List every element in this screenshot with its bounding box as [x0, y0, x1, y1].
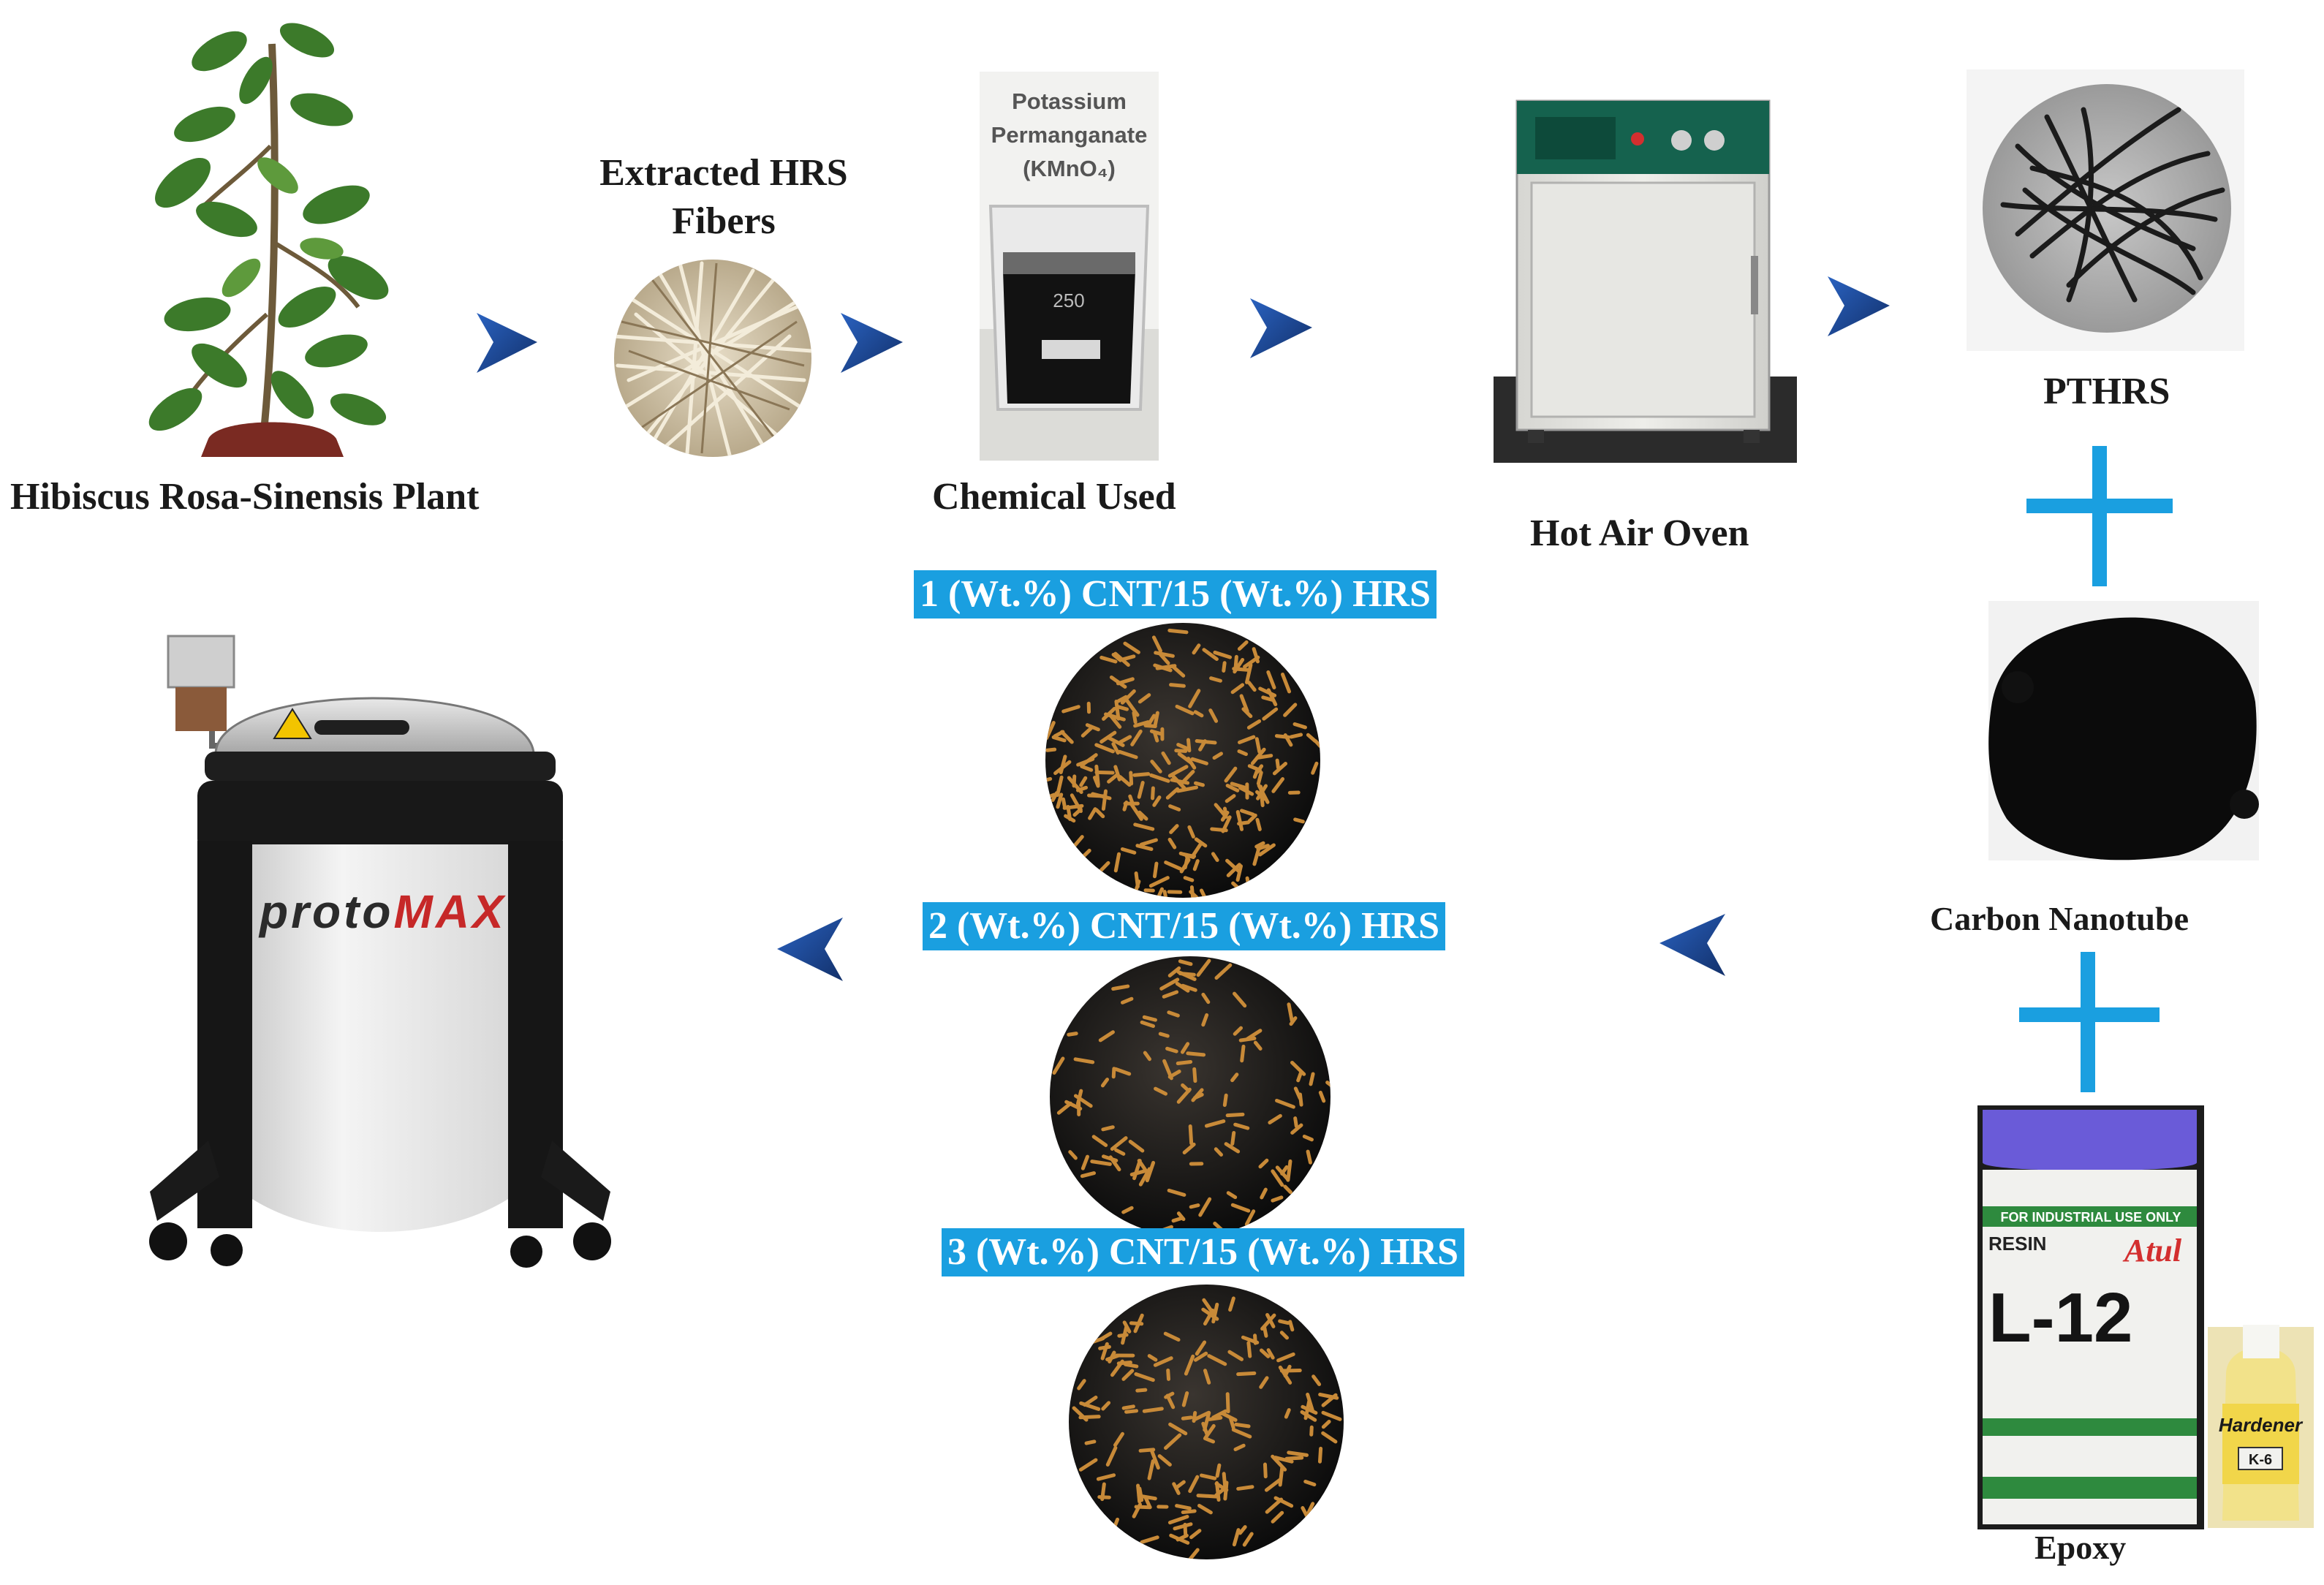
machine-brand: protoMAX — [260, 885, 507, 939]
machine-brand-proto: proto — [260, 885, 394, 938]
pthrs-fibers-image — [1967, 69, 2244, 351]
composite-sample-2-image — [1050, 956, 1331, 1237]
fibers-label-line1: Extracted HRS — [599, 152, 848, 194]
flow-arrow-right-4 — [1828, 276, 1890, 336]
pthrs-label: PTHRS — [2043, 371, 2170, 412]
flow-arrow-right-2 — [841, 313, 903, 373]
fibers-label: Extracted HRS Fibers — [563, 149, 885, 246]
resin-code-text: L-12 — [1988, 1279, 2132, 1357]
hardener-word-text: Hardener — [2219, 1414, 2304, 1436]
flow-arrow-left-1 — [1659, 914, 1725, 976]
hibiscus-plant-image — [148, 23, 389, 457]
resin-header-text: FOR INDUSTRIAL USE ONLY — [2000, 1210, 2181, 1225]
extracted-fibers-image — [614, 260, 811, 457]
chemical-name: Potassium Permanganate (KMnO₄) — [980, 85, 1159, 186]
hardener-bottle-image: Hardener K-6 — [2208, 1325, 2314, 1528]
epoxy-resin-jar-image: FOR INDUSTRIAL USE ONLY RESIN Atul L-12 — [1977, 1105, 2204, 1529]
sample-1-label: 1 (Wt.%) CNT/15 (Wt.%) HRS — [914, 570, 1437, 619]
plus-sign-1 — [2026, 446, 2173, 586]
chemical-name-line1: Potassium — [1012, 88, 1127, 114]
chemical-name-line2: Permanganate — [991, 122, 1148, 148]
flow-arrow-right-1 — [477, 313, 537, 373]
cnt-label: Carbon Nanotube — [1930, 900, 2189, 937]
composite-sample-1-image — [1045, 623, 1320, 898]
epoxy-label: Epoxy — [2035, 1529, 2127, 1566]
chemical-name-line3: (KMnO₄) — [1023, 156, 1116, 181]
flow-arrow-right-3 — [1250, 298, 1312, 358]
resin-brand-text: Atul — [2122, 1233, 2182, 1268]
hardener-code-text: K-6 — [2249, 1452, 2272, 1468]
machine-brand-max: MAX — [393, 885, 507, 938]
kmno4-beaker-image: 250 — [980, 72, 1159, 461]
oven-label: Hot Air Oven — [1530, 512, 1749, 554]
hot-air-oven-image — [1494, 99, 1797, 463]
plus-sign-2 — [2019, 952, 2160, 1092]
composite-sample-3-image — [1069, 1285, 1344, 1559]
protomax-machine-image — [149, 635, 611, 1268]
chemical-label: Chemical Used — [932, 476, 1176, 518]
sample-2-label: 2 (Wt.%) CNT/15 (Wt.%) HRS — [923, 902, 1445, 950]
sample-3-label: 3 (Wt.%) CNT/15 (Wt.%) HRS — [942, 1228, 1464, 1276]
flow-arrow-left-2 — [777, 918, 843, 981]
carbon-nanotube-powder-image — [1988, 601, 2259, 860]
fibers-label-line2: Fibers — [672, 200, 776, 242]
resin-word-text: RESIN — [1988, 1233, 2046, 1255]
svg-text:250: 250 — [1053, 290, 1084, 311]
plant-label: Hibiscus Rosa-Sinensis Plant — [10, 476, 480, 518]
